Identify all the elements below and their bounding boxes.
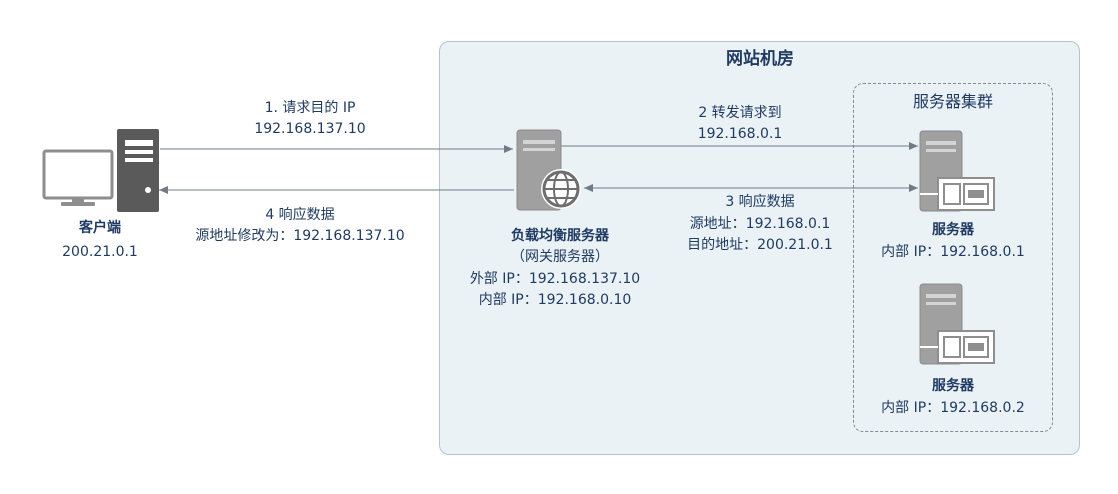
step3-destination: 目的地址：200.21.0.1: [687, 237, 833, 253]
step4-label: 4 响应数据: [265, 207, 335, 223]
step2-ip: 192.168.0.1: [697, 126, 783, 142]
load-balancer-internal-ip: 内部 IP：192.168.0.10: [478, 292, 632, 308]
server-cluster-box: [853, 83, 1053, 432]
server2-name: 服务器: [932, 378, 974, 394]
step1-label: 1. 请求目的 IP: [264, 100, 356, 116]
load-balancer-subtitle: （网关服务器）: [511, 249, 609, 265]
server2-ip: 内部 IP：192.168.0.2: [881, 400, 1025, 416]
step2-label: 2 转发请求到: [698, 105, 782, 121]
load-balancer-external-ip: 外部 IP：192.168.137.10: [469, 271, 641, 287]
step4-detail: 源地址修改为：192.168.137.10: [195, 228, 405, 244]
load-balancer-icon: [516, 129, 581, 211]
server1-icon: [919, 130, 995, 212]
step1-ip: 192.168.137.10: [254, 121, 366, 137]
monitor-icon: [42, 149, 114, 206]
server1-ip: 内部 IP：192.168.0.1: [881, 244, 1025, 260]
server1-name: 服务器: [932, 222, 974, 238]
cluster-title: 服务器集群: [912, 92, 993, 111]
step3-source: 源地址：192.168.0.1: [689, 216, 831, 232]
load-balancer-name: 负载均衡服务器: [511, 228, 609, 244]
step3-label: 3 响应数据: [725, 194, 795, 210]
client-tower-icon: [117, 129, 159, 212]
datacenter-title: 网站机房: [726, 49, 794, 69]
client-name: 客户端: [79, 220, 121, 236]
server2-icon: [919, 283, 995, 365]
datacenter-panel: [439, 41, 1080, 455]
client-ip: 200.21.0.1: [62, 244, 138, 260]
